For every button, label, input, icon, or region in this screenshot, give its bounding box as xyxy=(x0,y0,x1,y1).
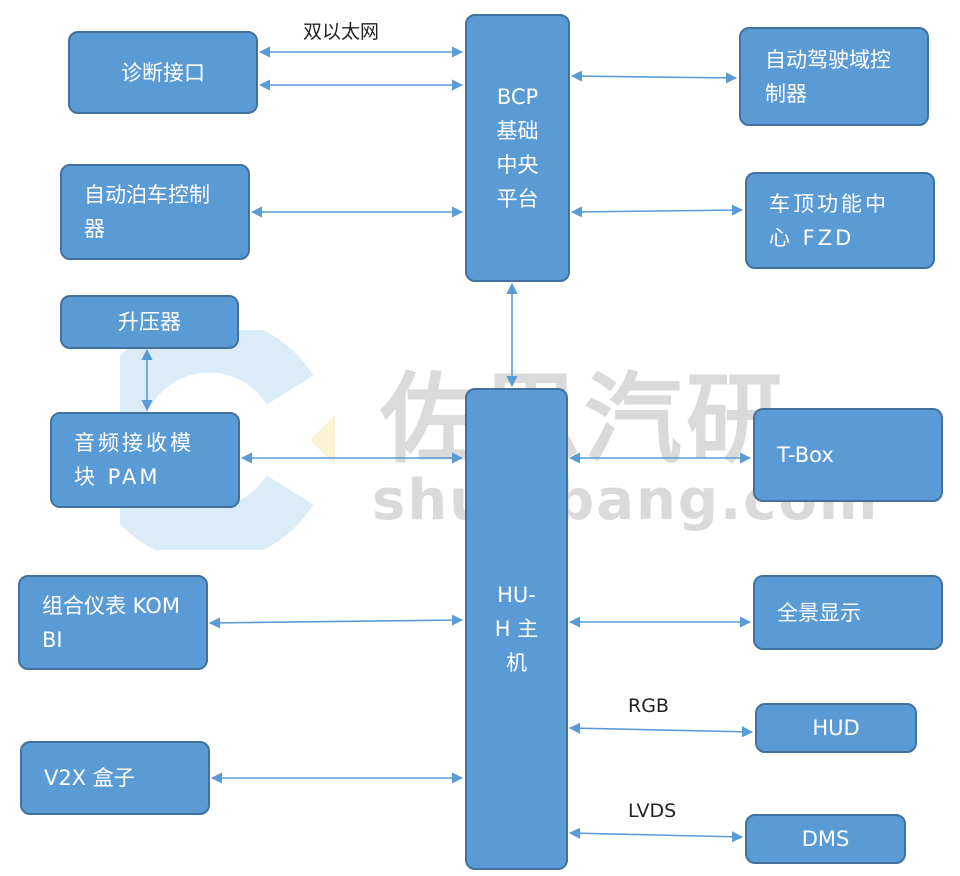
node-hud: HUD xyxy=(755,703,917,753)
node-adas: 自动驾驶域控 制器 xyxy=(739,27,929,126)
node-fzd: 车顶功能中 心 FZD xyxy=(745,172,935,269)
node-diag: 诊断接口 xyxy=(68,31,258,114)
node-tbox: T-Box xyxy=(753,408,943,502)
node-bcp: BCP 基础 中央 平台 xyxy=(465,14,570,282)
arrow-hu-dms xyxy=(568,827,744,843)
label-lvds: LVDS xyxy=(628,800,677,822)
node-dms: DMS xyxy=(745,814,906,864)
node-booster: 升压器 xyxy=(60,295,239,349)
node-hu: HU- H 主 机 xyxy=(465,388,568,870)
node-kombi: 组合仪表 KOM BI xyxy=(18,575,208,670)
node-avm: 全景显示 xyxy=(753,575,943,650)
node-pam: 音频接收模 块 PAM xyxy=(50,412,240,508)
arrow-hu-hud xyxy=(568,722,754,738)
node-apa: 自动泊车控制 器 xyxy=(60,164,250,260)
arrow-kombi-hu xyxy=(208,614,464,629)
node-v2x: V2X 盒子 xyxy=(20,741,210,815)
label-ethernet: 双以太网 xyxy=(303,21,380,43)
label-rgb: RGB xyxy=(628,695,669,717)
arrow-bcp-adas xyxy=(570,70,738,84)
arrow-bcp-fzd xyxy=(570,204,744,218)
